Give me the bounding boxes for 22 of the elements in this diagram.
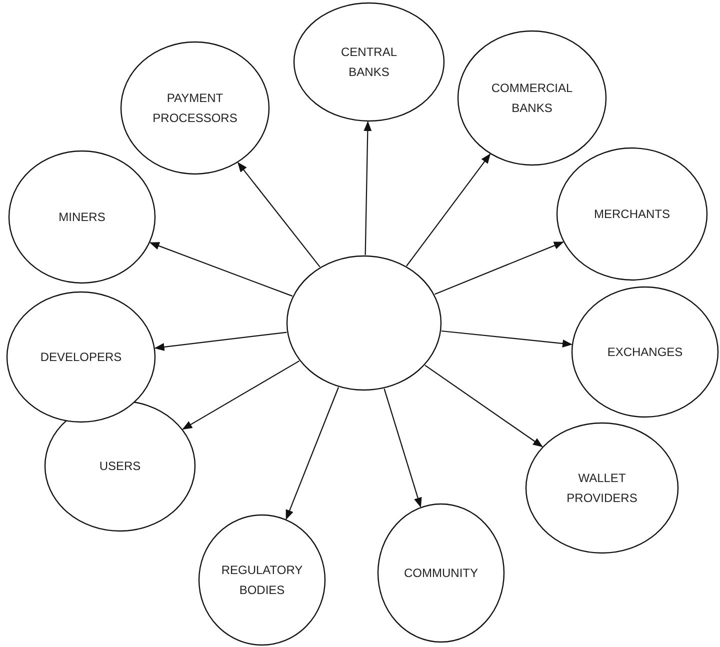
arrow <box>237 162 320 268</box>
arrow <box>424 364 543 448</box>
node-label: COMMUNITY <box>403 565 479 582</box>
arrow <box>182 360 300 430</box>
node-label: DEVELOPERS <box>39 349 123 366</box>
arrow <box>286 387 339 520</box>
node-label: USERS <box>98 458 142 475</box>
node-label: MINERS <box>58 209 106 226</box>
node-label: COMMERCIAL BANKS <box>490 80 574 117</box>
arrow <box>441 330 572 348</box>
arrow <box>154 332 287 351</box>
arrow <box>384 388 422 508</box>
node-label: MERCHANTS <box>592 206 671 223</box>
arrow <box>434 242 564 295</box>
node-label: WALLET PROVIDERS <box>566 470 638 507</box>
arrow <box>364 121 372 256</box>
arrow <box>149 242 293 297</box>
node-label: EXCHANGES <box>606 344 684 361</box>
node-label: PAYMENT PROCESSORS <box>152 90 238 127</box>
node-label: REGULATORY BODIES <box>221 562 303 599</box>
arrow <box>406 154 491 266</box>
node-label: CENTRAL BANKS <box>340 44 398 81</box>
